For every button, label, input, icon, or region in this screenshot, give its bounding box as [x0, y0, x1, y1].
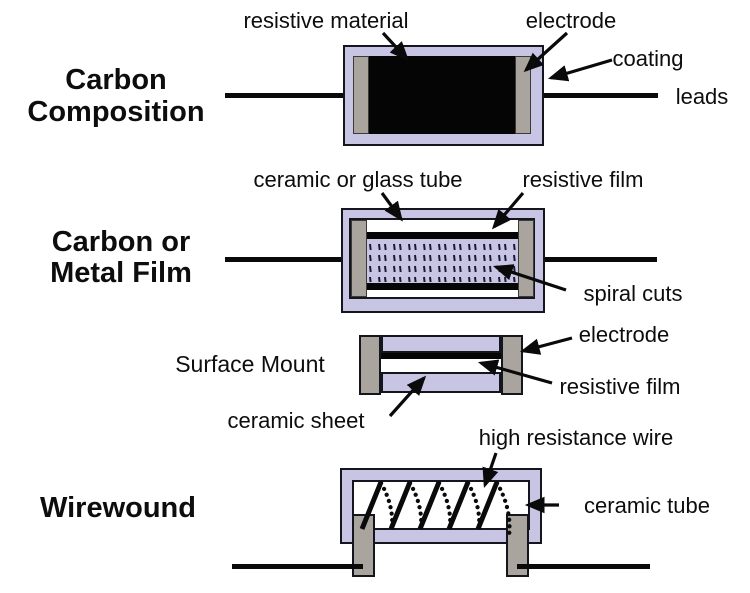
smd-top-ceramic-bar: [381, 335, 501, 353]
label-high-resistance-wire: high resistance wire: [478, 425, 674, 450]
label-ceramic-glass-tube: ceramic or glass tube: [253, 167, 463, 192]
smd-bottom-ceramic-sheet: [381, 372, 501, 393]
label-electrode-3: electrode: [578, 322, 670, 347]
title-line: Composition: [27, 96, 205, 128]
section-title-carbon-metal-film: Carbon or Metal Film: [12, 227, 230, 289]
spiral-cuts-zone: [367, 239, 518, 283]
electrode-left-carbon-composition: [353, 56, 369, 134]
smd-electrode-left: [359, 335, 381, 395]
wirewound-leg-right: [506, 514, 529, 577]
label-resistive-film-3: resistive film: [559, 374, 681, 399]
section-title-surface-mount: Surface Mount: [175, 351, 325, 377]
lead-right-wirewound: [517, 564, 650, 569]
resistive-material-core: [368, 56, 516, 134]
lead-right-carbon-composition: [544, 93, 658, 98]
smd-electrode-right: [501, 335, 523, 395]
title-line: Metal Film: [50, 257, 192, 289]
end-cap-right-metal-film: [518, 220, 534, 297]
title-line: Wirewound: [39, 492, 196, 524]
title-line: Carbon or: [51, 226, 191, 258]
ceramic-tube-core: [352, 480, 530, 530]
resistive-film-top-bar: [367, 232, 518, 239]
title-line: Carbon: [65, 64, 167, 96]
label-spiral-cuts: spiral cuts: [583, 281, 683, 306]
lead-left-wirewound: [232, 564, 363, 569]
label-coating: coating: [612, 46, 684, 71]
resistive-film-bottom-bar: [367, 283, 518, 290]
lead-left-metal-film: [225, 257, 341, 262]
end-cap-left-metal-film: [351, 220, 367, 297]
label-electrode-1: electrode: [525, 8, 617, 33]
section-title-wirewound: Wirewound: [10, 492, 226, 524]
section-title-carbon-composition: Carbon Composition: [10, 64, 222, 128]
lead-left-carbon-composition: [225, 93, 343, 98]
smd-resistive-film: [381, 353, 502, 359]
electrode-right-carbon-composition: [515, 56, 531, 134]
label-resistive-material: resistive material: [243, 8, 409, 33]
label-ceramic-tube: ceramic tube: [584, 493, 710, 518]
label-ceramic-sheet: ceramic sheet: [227, 408, 365, 433]
label-resistive-film-2: resistive film: [522, 167, 644, 192]
lead-right-metal-film: [545, 257, 657, 262]
label-leads: leads: [675, 84, 729, 109]
